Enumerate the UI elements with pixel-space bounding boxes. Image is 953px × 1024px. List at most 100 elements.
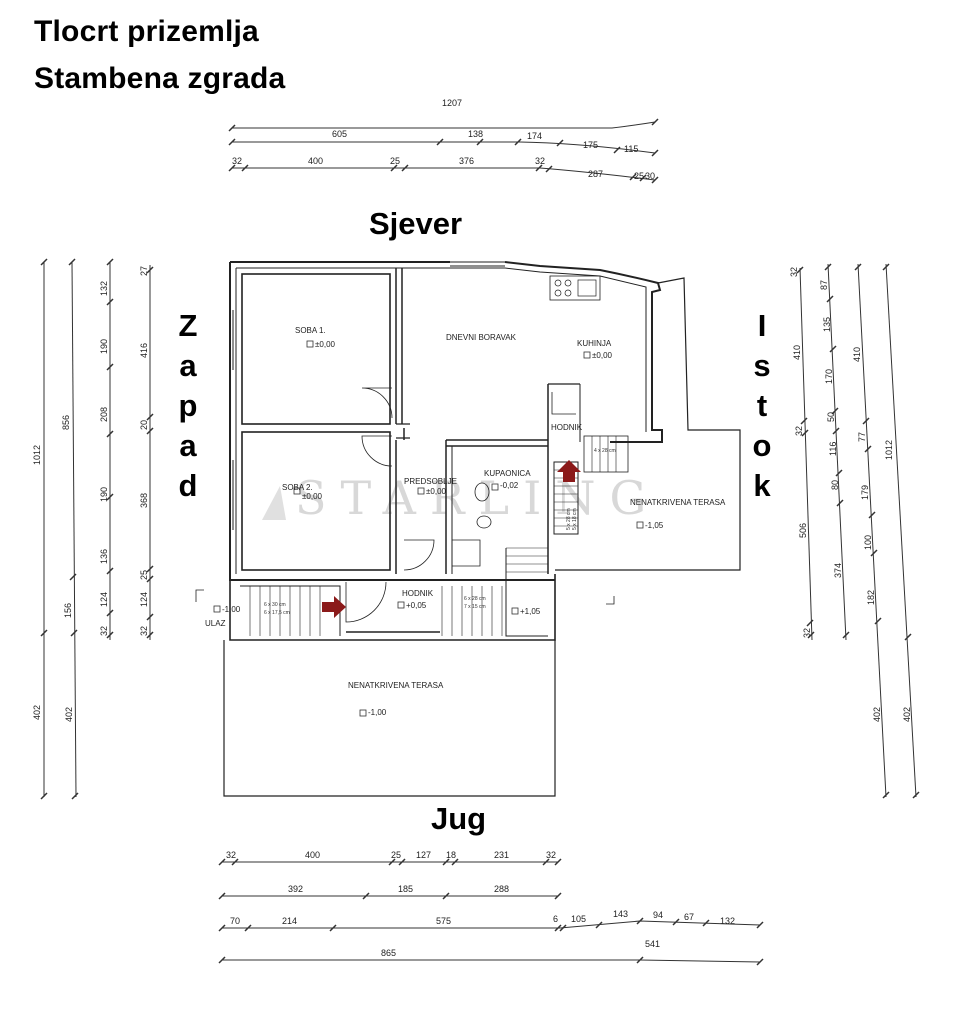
dim-bottom: 865 [381,948,396,958]
dim-left: 208 [99,407,109,422]
dim-bottom: 132 [720,916,735,926]
dim-right: 77 [857,432,867,442]
room-label: SOBA 2. [282,483,313,492]
building-walls [195,261,741,797]
dim-top: 138 [468,129,483,139]
dim-bottom: 575 [436,916,451,926]
stair-note: 5 x 28 cm [566,508,572,530]
room-label: KUPAONICA [484,469,531,478]
west-letter: Z [178,308,198,343]
dim-left: 856 [61,415,71,430]
east-letter: s [753,348,771,383]
dim-left: 32 [139,626,149,636]
level-marker-icon [359,709,367,717]
dim-left: 402 [64,707,74,722]
building-subtitle: Stambena zgrada [34,62,286,95]
dim-bottom: 94 [653,910,663,920]
room-level: +0,05 [406,601,427,610]
dim-top: 605 [332,129,347,139]
dim-left: 368 [139,493,149,508]
dim-right: 1012 [884,440,894,460]
room-label: ULAZ [205,619,226,628]
level-marker-icon [397,601,405,609]
left-dimension-lines [40,258,154,800]
level-marker-icon [213,605,221,613]
dim-top: 32 [535,156,545,166]
east-letter: I [757,308,767,343]
east-letter: o [752,428,772,463]
dim-bottom: 32 [226,850,236,860]
dim-right: 80 [830,480,840,490]
dim-left: 27 [139,266,149,276]
bottom-dimension-lines [218,858,764,966]
dim-bottom: 400 [305,850,320,860]
room-label: DNEVNI BORAVAK [446,333,517,342]
dim-right: 32 [789,267,799,277]
level-marker-icon [293,487,301,495]
watermark-sail-icon [262,486,286,520]
dim-top: 376 [459,156,474,166]
level-marker-icon [491,483,499,491]
stair-note: 6 x 28 cm [464,596,486,602]
dim-bottom: 127 [416,850,431,860]
dim-right: 100 [863,535,873,550]
stair-note: 7 x 15 cm [464,604,486,610]
east-letter: t [756,388,768,423]
room-level: -1,00 [368,708,387,717]
dim-right: 402 [902,707,912,722]
stair-note: 4 x 28 cm [594,448,616,454]
stair-note: 5 x 18 cm [572,508,578,530]
dim-left: 402 [32,705,42,720]
dim-right: 87 [819,280,829,290]
west-label: Z a p a d [174,306,202,506]
dim-bottom: 6 [553,914,558,924]
plan-title: Tlocrt prizemlja [34,15,259,48]
right-dimension-lines [796,263,920,799]
dim-top: 32 [232,156,242,166]
dim-left: 32 [99,626,109,636]
dim-bottom: 143 [613,909,628,919]
entrance-arrow-icon [322,596,346,618]
dim-bottom: 67 [684,912,694,922]
dim-top: 115 [624,144,638,154]
level-marker-icon [583,351,591,359]
dim-bottom: 231 [494,850,509,860]
dim-right: 506 [798,523,808,538]
east-letter: k [753,468,771,503]
dim-bottom: 392 [288,884,303,894]
dim-top: 400 [308,156,323,166]
room-label: NENATKRIVENA TERASA [348,681,444,690]
room-level: +1,05 [520,607,541,616]
dim-bottom: 185 [398,884,413,894]
dim-bottom: 105 [571,914,586,924]
top-dimension-lines [228,118,659,184]
stair-up-arrow-icon [557,460,581,482]
dim-bottom: 18 [446,850,456,860]
dim-top: 174 [527,131,542,141]
west-letter: a [179,348,197,383]
east-label: I s t o k [748,306,776,506]
room-level: -0,02 [500,481,519,490]
dim-bottom: 288 [494,884,509,894]
dim-right: 170 [824,369,834,384]
room-level: ±0,00 [592,351,613,360]
dim-left: 190 [99,487,109,502]
stair-note: 6 x 17,5 cm [264,610,290,616]
dim-bottom: 25 [391,850,401,860]
dim-bottom: 70 [230,916,240,926]
dim-left: 1012 [32,445,42,465]
room-label: NENATKRIVENA TERASA [630,498,726,507]
room-level: ±0,00 [315,340,336,349]
dim-right: 50 [826,412,836,422]
dim-top: 30 [645,171,655,181]
south-label: Jug [431,801,487,836]
room-level: ±0,00 [302,492,323,501]
west-letter: p [178,388,198,423]
dim-right: 410 [792,345,802,360]
level-marker-icon [511,607,519,615]
dim-right: 374 [833,563,843,578]
dim-right: 32 [794,426,804,436]
dim-top: 175 [583,140,598,150]
dim-left: 136 [99,549,109,564]
